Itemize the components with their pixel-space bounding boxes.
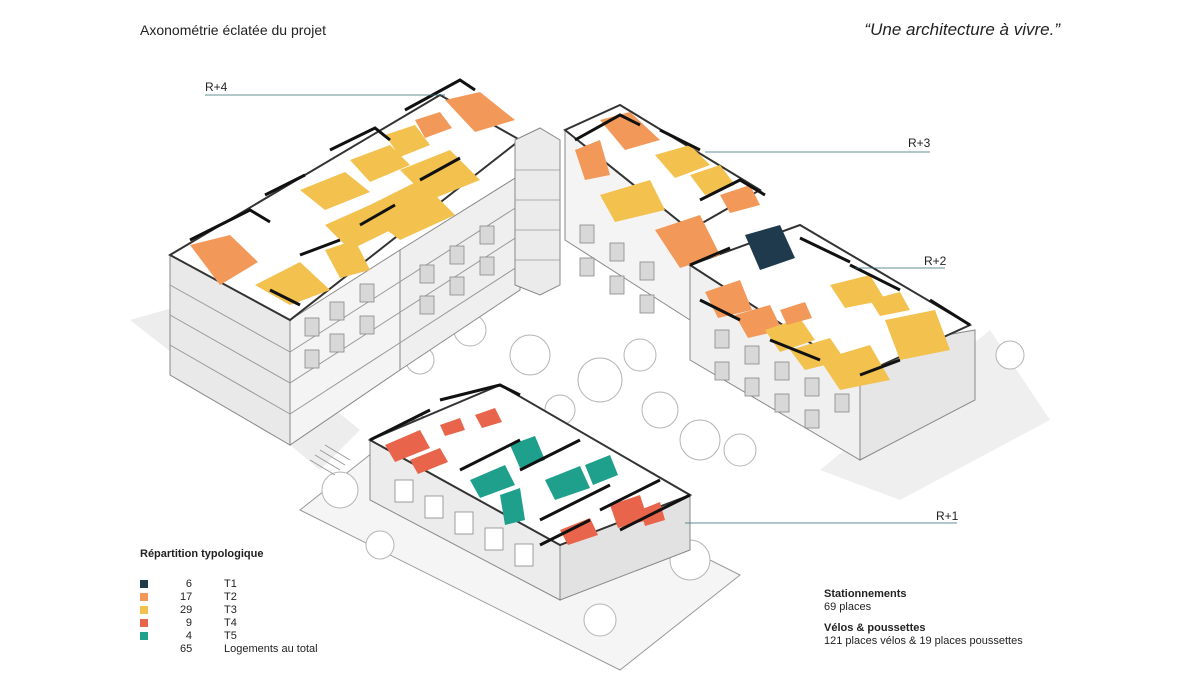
left-wing: [167, 78, 522, 446]
legend-title: Répartition typologique: [140, 548, 264, 560]
bikes-value: 121 places vélos & 19 places poussettes: [824, 635, 1023, 647]
legend-count: 6: [185, 577, 192, 590]
level-label-r2: R+2: [924, 254, 947, 268]
apt-t3: [325, 240, 370, 278]
right-wing: [563, 103, 976, 461]
apt-t2: [780, 302, 812, 325]
apt-t4: [385, 430, 430, 462]
parking-heading: Stationnements: [824, 588, 907, 600]
legend-swatch: [140, 592, 148, 601]
apt-t3: [300, 172, 370, 210]
apt-t3: [400, 150, 480, 200]
apt-t5: [545, 466, 590, 500]
legend-row-total: 65 Logements au total: [140, 642, 318, 655]
level-label-r3: R+3: [908, 136, 931, 150]
apt-t5: [510, 436, 545, 468]
typology-legend: Répartition typologique 6 T1 17 T2 29 T3…: [140, 548, 318, 655]
apt-t5: [585, 455, 618, 485]
apt-t3: [600, 180, 665, 222]
apt-t2: [445, 92, 515, 132]
legend-label: T4: [224, 616, 237, 629]
page-title: Axonométrie éclatée du projet: [140, 22, 326, 38]
legend-swatch: [140, 631, 148, 640]
apt-t2: [655, 215, 720, 268]
apt-t1: [745, 225, 795, 270]
tagline-quote: “Une architecture à vivre.”: [864, 20, 1060, 39]
legend-label: T1: [224, 577, 237, 590]
apt-t3: [885, 310, 950, 360]
apt-t5: [500, 488, 525, 525]
level-leader-lines: [205, 94, 957, 524]
legend-row-t4: 9 T4: [140, 616, 318, 629]
apt-t3: [870, 292, 910, 316]
apt-t2: [720, 185, 760, 213]
apt-t2: [575, 140, 610, 180]
apt-t3: [655, 145, 710, 178]
apt-t3: [385, 125, 430, 157]
legend-row-t2: 17 T2: [140, 590, 318, 603]
apt-t4: [475, 408, 502, 428]
legend-label: T2: [224, 590, 237, 603]
legend-swatch: [140, 618, 148, 627]
apt-t2: [415, 112, 452, 138]
stair-core: [514, 127, 561, 296]
apt-t2: [190, 235, 258, 285]
legend-swatch: [140, 579, 148, 588]
bikes-heading: Vélos & poussettes: [824, 622, 926, 634]
legend-count: 29: [180, 603, 193, 616]
level-label-r1: R+1: [936, 509, 959, 523]
legend-total-count: 65: [180, 642, 193, 655]
level-label-r4: R+4: [205, 80, 228, 94]
apt-t4: [560, 518, 598, 545]
legend-total-label: Logements au total: [224, 642, 318, 655]
apt-t3: [350, 145, 410, 182]
legend-swatch: [140, 605, 148, 614]
front-wing: [367, 383, 693, 601]
legend-row-t5: 4 T5: [140, 629, 318, 642]
legend-label: T3: [224, 603, 237, 616]
apt-t4: [440, 418, 465, 436]
apt-t2: [600, 112, 660, 150]
parking-info: Stationnements 69 places Vélos & pousset…: [824, 588, 1023, 648]
legend-count: 9: [185, 616, 192, 629]
legend-label: T5: [224, 629, 237, 642]
legend-count: 17: [180, 590, 193, 603]
parking-value: 69 places: [824, 601, 872, 613]
apt-t3: [255, 262, 330, 305]
apt-t4: [410, 448, 448, 474]
legend-row-t1: 6 T1: [140, 577, 318, 590]
legend-count: 4: [185, 629, 192, 642]
apt-t3: [820, 345, 890, 390]
legend-row-t3: 29 T3: [140, 603, 318, 616]
apt-t5: [470, 465, 515, 498]
outdoor-stairs: [309, 444, 351, 476]
